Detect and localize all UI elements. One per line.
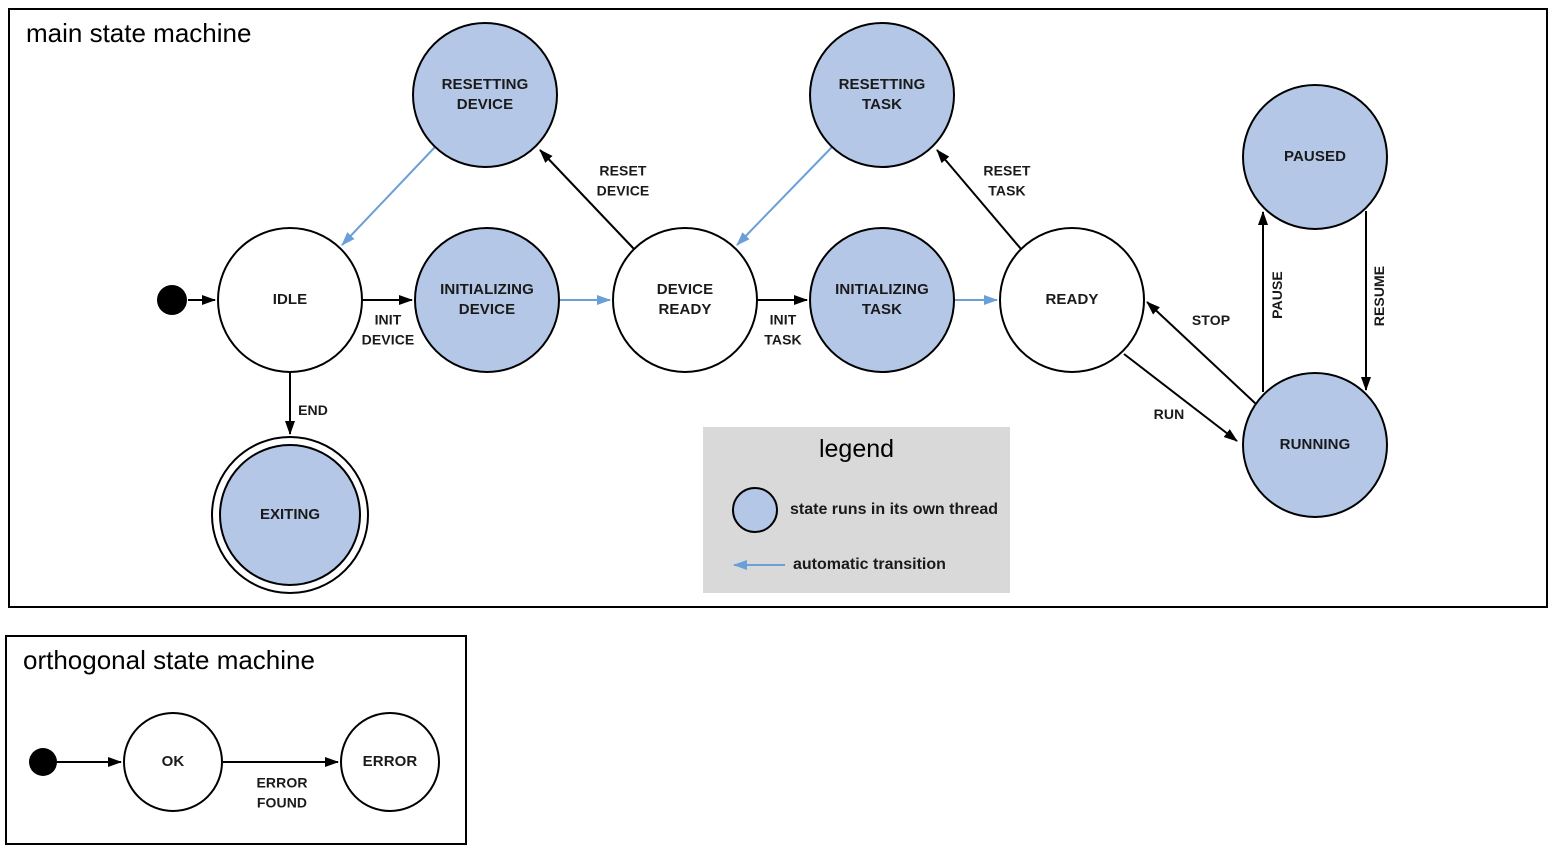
state-running: RUNNING [1242, 372, 1388, 518]
orthogonal-state-machine-title: orthogonal state machine [23, 645, 315, 675]
legend-auto-transition-label: automatic transition [793, 556, 946, 573]
legend-auto-transition-icon [733, 560, 785, 570]
state-initializing-task-label: INITIALIZING TASK [835, 280, 929, 318]
auto-transition-arrow-resetting-device-to-idle [341, 146, 436, 246]
transition-arrow-reset-device [539, 149, 635, 250]
state-error: ERROR [340, 712, 440, 812]
orthogonal-state-machine-panel: orthogonal state machine [5, 635, 467, 845]
transition-label-init-task: INIT TASK [764, 311, 802, 347]
state-error-label: ERROR [362, 752, 418, 770]
state-resetting-device: RESETTING DEVICE [412, 22, 558, 168]
initial-state-dot-main [157, 285, 187, 315]
transition-label-run: RUN [1153, 406, 1185, 423]
state-initializing-device-label: INITIALIZING DEVICE [440, 280, 534, 318]
state-idle-label: IDLE [272, 290, 308, 308]
transition-label-error-found: ERROR FOUND [256, 774, 308, 810]
transition-label-pause: PAUSE [1269, 271, 1286, 319]
state-exiting-inner-circle: EXITING [219, 444, 361, 586]
state-resetting-task: RESETTING TASK [809, 22, 955, 168]
transition-arrow-reset-task [936, 149, 1022, 250]
legend-threaded-state-label: state runs in its own thread [790, 501, 999, 518]
state-paused-label: PAUSED [1284, 147, 1346, 165]
main-state-machine-panel: main state machine [8, 8, 1548, 608]
transition-label-reset-task: RESET TASK [983, 162, 1031, 198]
transition-label-end: END [298, 402, 328, 419]
transition-label-reset-device: RESET DEVICE [596, 162, 650, 198]
auto-transition-arrow-resetting-task-to-device-ready [736, 146, 833, 246]
state-paused: PAUSED [1242, 84, 1388, 230]
state-exiting-label: EXITING [259, 505, 320, 523]
state-initializing-task: INITIALIZING TASK [809, 227, 955, 373]
transition-arrow-stop [1146, 301, 1257, 405]
transition-label-resume: RESUME [1371, 265, 1388, 327]
state-ready-label: READY [1045, 290, 1099, 308]
main-state-machine-title: main state machine [26, 18, 252, 48]
state-exiting: EXITING [211, 436, 369, 594]
transition-arrow-run [1123, 353, 1238, 442]
state-ready: READY [999, 227, 1145, 373]
state-ok: OK [123, 712, 223, 812]
state-initializing-device: INITIALIZING DEVICE [414, 227, 560, 373]
state-ok-label: OK [161, 752, 185, 770]
legend-threaded-state-icon [732, 487, 778, 533]
state-idle: IDLE [217, 227, 363, 373]
transition-label-init-device: INIT DEVICE [361, 311, 415, 347]
legend-panel: legend state runs in its own thread auto… [703, 427, 1010, 593]
legend-title: legend [818, 435, 895, 463]
initial-state-dot-orthogonal [29, 748, 57, 776]
state-resetting-device-label: RESETTING DEVICE [441, 75, 529, 113]
transition-label-stop: STOP [1191, 312, 1231, 329]
state-device-ready-label: DEVICE READY [656, 280, 714, 318]
state-device-ready: DEVICE READY [612, 227, 758, 373]
state-resetting-task-label: RESETTING TASK [838, 75, 926, 113]
state-running-label: RUNNING [1279, 435, 1351, 453]
